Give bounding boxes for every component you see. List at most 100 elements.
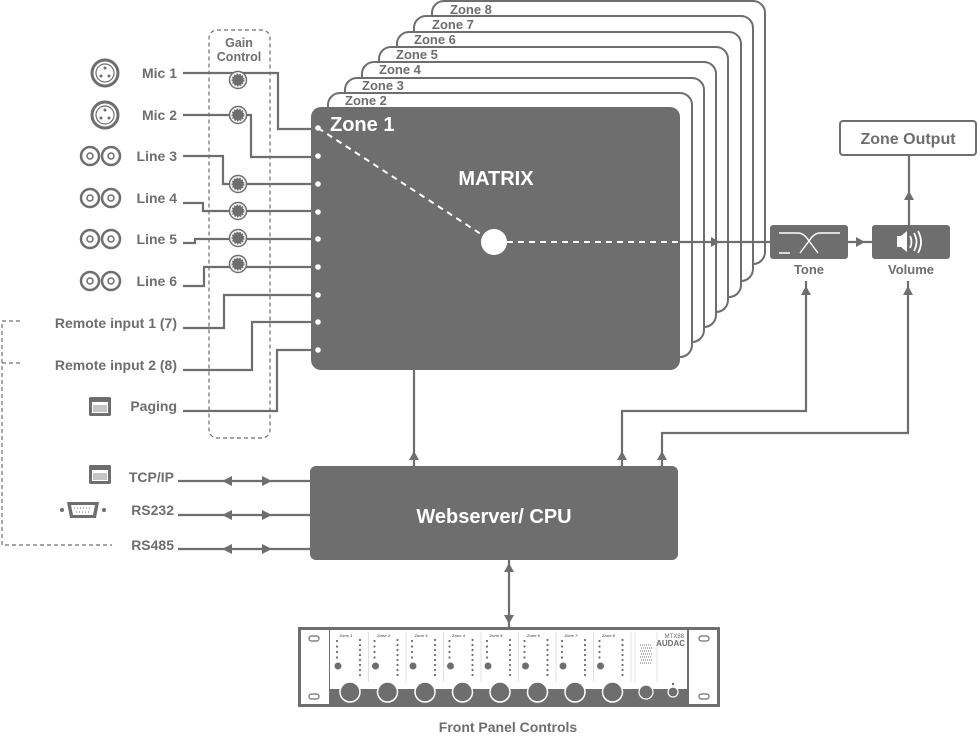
level-led [471, 653, 474, 657]
gain-control-label-1: Gain [225, 36, 253, 50]
level-led [546, 673, 549, 677]
tone-label: Tone [794, 262, 824, 277]
level-led [433, 673, 437, 677]
matrix-route-line [317, 127, 488, 239]
level-led [621, 638, 624, 642]
gain-knob-icon[interactable] [228, 105, 248, 125]
status-led [485, 639, 489, 643]
select-button-icon[interactable] [409, 662, 417, 670]
level-led [396, 673, 399, 677]
matrix-input-point [315, 209, 321, 215]
wire-mic-2 [183, 113, 311, 159]
level-knob-icon[interactable] [638, 684, 654, 700]
matrix-input-point [315, 319, 321, 325]
arrow-head-icon [904, 191, 914, 200]
level-led [546, 663, 549, 667]
zone-6-label: Zone 6 [414, 32, 456, 47]
xlr-connector-icon [90, 100, 120, 130]
front-panel-zone-strip: Zone 6 [522, 632, 557, 703]
status-led [335, 650, 339, 654]
level-led [583, 673, 587, 677]
front-panel-zone-strip: Zone 5 [484, 632, 519, 703]
level-led [396, 658, 399, 662]
arrow-head-icon [711, 237, 720, 247]
level-led [508, 653, 512, 657]
select-button-icon[interactable] [559, 662, 567, 670]
zone-volume-knob-icon[interactable] [489, 681, 511, 703]
zone-volume-knob-icon[interactable] [451, 681, 474, 703]
level-led [583, 643, 587, 647]
select-button-icon[interactable] [372, 662, 379, 670]
gain-knob-icon[interactable] [228, 254, 248, 274]
gain-knobs [228, 70, 248, 274]
input-label-mic-2: Mic 2 [142, 107, 177, 123]
zone-volume-knob-icon[interactable] [564, 681, 586, 703]
status-led [485, 656, 489, 659]
matrix-crosspoint [481, 229, 507, 255]
level-led [471, 673, 474, 677]
status-led [410, 650, 414, 654]
level-led [396, 653, 399, 657]
select-button-icon[interactable] [597, 662, 604, 670]
matrix-input-point [315, 347, 321, 353]
status-led [485, 650, 489, 654]
level-led [471, 663, 474, 667]
zone-volume-knob-icon[interactable] [526, 681, 549, 703]
cpu-label: Webserver/ CPU [416, 506, 571, 528]
select-button-icon[interactable] [522, 662, 529, 670]
wire-paging [183, 348, 311, 413]
arrow-head-icon [409, 451, 419, 460]
front-panel-zone-strip: Zone 2 [372, 632, 407, 703]
select-button-icon[interactable] [484, 662, 492, 670]
remote-input-1-rs485-link [1, 320, 112, 546]
front-panel-zone-strip: Zone 4 [447, 632, 482, 703]
front-panel-zone-label: Zone 6 [526, 633, 541, 638]
level-led [396, 643, 399, 647]
front-panel-caption: Front Panel Controls [439, 719, 578, 735]
status-led [598, 639, 601, 643]
rca-connector-icon [79, 187, 122, 209]
port-label-tcpip: TCP/IP [129, 469, 174, 485]
level-led [621, 648, 624, 652]
bidirectional-arrow-icon [222, 476, 272, 486]
level-led [396, 668, 399, 672]
status-led [335, 656, 339, 659]
zone-output-box [839, 120, 977, 156]
select-button-icon[interactable] [447, 662, 454, 670]
front-panel-zone-label: Zone 2 [376, 633, 391, 638]
status-led [560, 645, 564, 648]
level-led [396, 648, 399, 652]
speaker-icon [897, 230, 922, 254]
status-led [560, 650, 564, 654]
zone-volume-knob-icon[interactable] [414, 681, 436, 703]
zone-7-label: Zone 7 [432, 17, 474, 32]
level-led [546, 658, 549, 662]
status-led [523, 639, 526, 643]
front-panel-zone-strip: Zone 3 [409, 632, 444, 703]
input-label-line-3: Line 3 [137, 148, 178, 164]
level-led [583, 648, 587, 652]
cpu-to-tone-line [620, 281, 808, 466]
port-label-rs485: RS485 [131, 537, 174, 553]
zone-volume-knob-icon[interactable] [376, 681, 399, 703]
zone-volume-knob-icon[interactable] [601, 681, 624, 703]
level-led [508, 673, 512, 677]
zone-volume-knob-icon[interactable] [339, 681, 361, 703]
bidirectional-arrow-icon [222, 544, 272, 554]
matrix-block: Zone 1 MATRIX [311, 107, 680, 370]
rj45-port-icon [89, 465, 111, 484]
gain-knob-icon[interactable] [228, 228, 248, 248]
level-led [471, 668, 474, 672]
front-panel-zone-label: Zone 8 [601, 633, 616, 638]
gain-knob-icon[interactable] [228, 70, 248, 90]
level-led [546, 653, 549, 657]
gain-knob-icon[interactable] [228, 174, 248, 194]
gain-knob-icon[interactable] [228, 201, 248, 221]
arrow-head-icon [856, 237, 865, 247]
status-led [560, 639, 564, 643]
power-button-icon[interactable] [667, 686, 679, 698]
wire-remote-1 [183, 293, 311, 330]
select-button-icon[interactable] [334, 662, 342, 670]
